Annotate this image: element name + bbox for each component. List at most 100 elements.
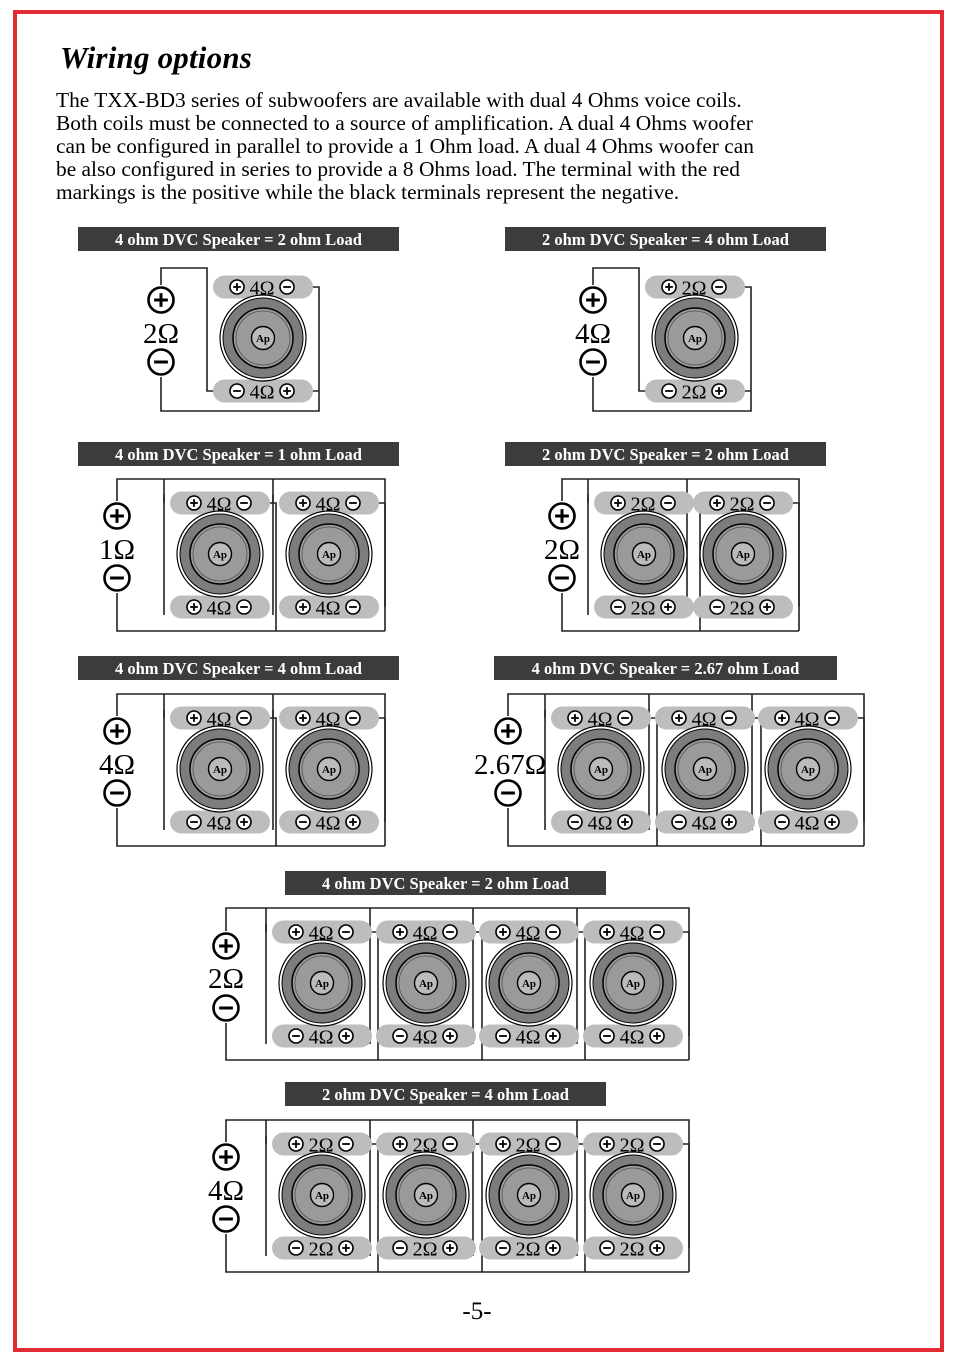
coil-impedance-label: 2Ω (516, 1239, 541, 1261)
ap-logo-icon (309, 1182, 335, 1208)
load-impedance-label: 4Ω (575, 318, 611, 350)
coil-impedance-label: 4Ω (250, 382, 275, 404)
ap-logo-icon (316, 541, 342, 567)
diagram-title-bar (505, 227, 826, 251)
page-heading: Wiring options (60, 40, 253, 75)
ap-logo-icon (795, 756, 821, 782)
wire (561, 593, 799, 632)
coil-impedance-label: 4Ω (588, 813, 613, 835)
intro-line: The TXX-BD3 series of subwoofers are ava… (56, 88, 742, 112)
wiring-diagram: 4 ohm DVC Speaker = 2.67 ohm Load 2.67Ω 4Ω… (474, 656, 865, 847)
coil-impedance-label: 4Ω (207, 709, 232, 731)
diagram-title: 2 ohm DVC Speaker = 4 ohm Load (542, 230, 789, 249)
wire (476, 931, 483, 1036)
ap-logo-icon (631, 541, 657, 567)
ap-logo-icon (692, 756, 718, 782)
coil-impedance-label: 2Ω (631, 494, 656, 516)
ap-logo-text: Ap (213, 764, 227, 776)
coil-impedance-label: 4Ω (516, 1027, 541, 1049)
coil-impedance-label: 4Ω (207, 494, 232, 516)
diagram-title-bar (78, 656, 399, 680)
coil-impedance-label: 4Ω (207, 813, 232, 835)
coil-impedance-label: 2Ω (620, 1135, 645, 1157)
page-border (13, 10, 944, 1352)
coil-impedance-label: 4Ω (620, 923, 645, 945)
coil-impedance-label: 4Ω (316, 709, 341, 731)
coil-impedance-label: 2Ω (730, 494, 755, 516)
coil-impedance-label: 4Ω (413, 1027, 438, 1049)
coil-impedance-label: 4Ω (795, 709, 820, 731)
ap-logo-text: Ap (698, 764, 712, 776)
coil-impedance-label: 4Ω (692, 813, 717, 835)
ap-logo-text: Ap (626, 978, 640, 990)
wire (379, 502, 386, 607)
diagram-title: 4 ohm DVC Speaker = 2.67 ohm Load (532, 659, 800, 678)
ap-logo-text: Ap (688, 333, 702, 345)
ap-logo-text: Ap (315, 1190, 329, 1202)
coil-impedance-label: 4Ω (316, 494, 341, 516)
ap-logo-text: Ap (256, 333, 270, 345)
wire (270, 717, 277, 822)
coil-impedance-label: 2Ω (682, 382, 707, 404)
wire (694, 502, 701, 607)
wire (651, 717, 658, 822)
ap-logo-text: Ap (322, 549, 336, 561)
wire (476, 1143, 483, 1248)
wire (683, 1143, 690, 1248)
coil-impedance-label: 2Ω (309, 1135, 334, 1157)
load-impedance-label: 4Ω (99, 749, 135, 781)
ap-logo-icon (730, 541, 756, 567)
ap-logo-icon (250, 325, 276, 351)
coil-impedance-label: 2Ω (516, 1135, 541, 1157)
coil-impedance-label: 4Ω (250, 278, 275, 300)
diagram-title-bar (494, 656, 837, 680)
wire (579, 931, 586, 1036)
intro-line: Both coils must be connected to a source… (56, 110, 753, 135)
load-impedance-label: 2Ω (143, 318, 179, 350)
diagram-title: 4 ohm DVC Speaker = 4 ohm Load (115, 659, 362, 678)
diagram-title-bar (505, 442, 826, 466)
ap-logo-text: Ap (322, 764, 336, 776)
diagram-title-bar (78, 227, 399, 251)
ap-logo-text: Ap (637, 549, 651, 561)
diagram-title: 2 ohm DVC Speaker = 4 ohm Load (322, 1085, 569, 1104)
wire (793, 502, 800, 607)
ap-logo-icon (413, 1182, 439, 1208)
coil-impedance-label: 2Ω (682, 278, 707, 300)
wire (683, 931, 690, 1036)
wire (225, 1023, 689, 1061)
wiring-diagram: 4 ohm DVC Speaker = 4 ohm Load 4Ω 4Ω 4Ω Ap 4Ω… (78, 656, 399, 847)
wire (592, 377, 752, 412)
ap-logo-icon (316, 756, 342, 782)
coil-impedance-label: 4Ω (588, 709, 613, 731)
wire (160, 377, 320, 412)
coil-impedance-label: 4Ω (316, 813, 341, 835)
load-impedance-label: 2Ω (208, 963, 244, 995)
ap-logo-icon (413, 970, 439, 996)
intro-paragraph: The TXX-BD3 series of subwoofers are ava… (56, 89, 836, 204)
load-impedance-label: 2.67Ω (474, 749, 546, 781)
wire (379, 717, 386, 822)
coil-impedance-label: 2Ω (730, 598, 755, 620)
wire (579, 1143, 586, 1248)
wire (372, 1143, 379, 1248)
diagram-title: 4 ohm DVC Speaker = 1 ohm Load (115, 445, 362, 464)
wire (372, 931, 379, 1036)
coil-impedance-label: 2Ω (620, 1239, 645, 1261)
wiring-diagram: 4 ohm DVC Speaker = 2 ohm Load2Ω4Ω4ΩAp4Ω… (208, 871, 690, 1061)
coil-impedance-label: 4Ω (309, 923, 334, 945)
coil-impedance-label: 4Ω (795, 813, 820, 835)
wire (755, 717, 762, 822)
ap-logo-icon (620, 1182, 646, 1208)
ap-logo-icon (516, 1182, 542, 1208)
wire (116, 593, 385, 632)
coil-impedance-label: 4Ω (316, 598, 341, 620)
coil-impedance-label: 2Ω (413, 1239, 438, 1261)
diagram-title-bar (78, 442, 399, 466)
ap-logo-text: Ap (522, 1190, 536, 1202)
page-number: -5- (462, 1298, 492, 1325)
coil-impedance-label: 4Ω (309, 1027, 334, 1049)
ap-logo-text: Ap (419, 1190, 433, 1202)
